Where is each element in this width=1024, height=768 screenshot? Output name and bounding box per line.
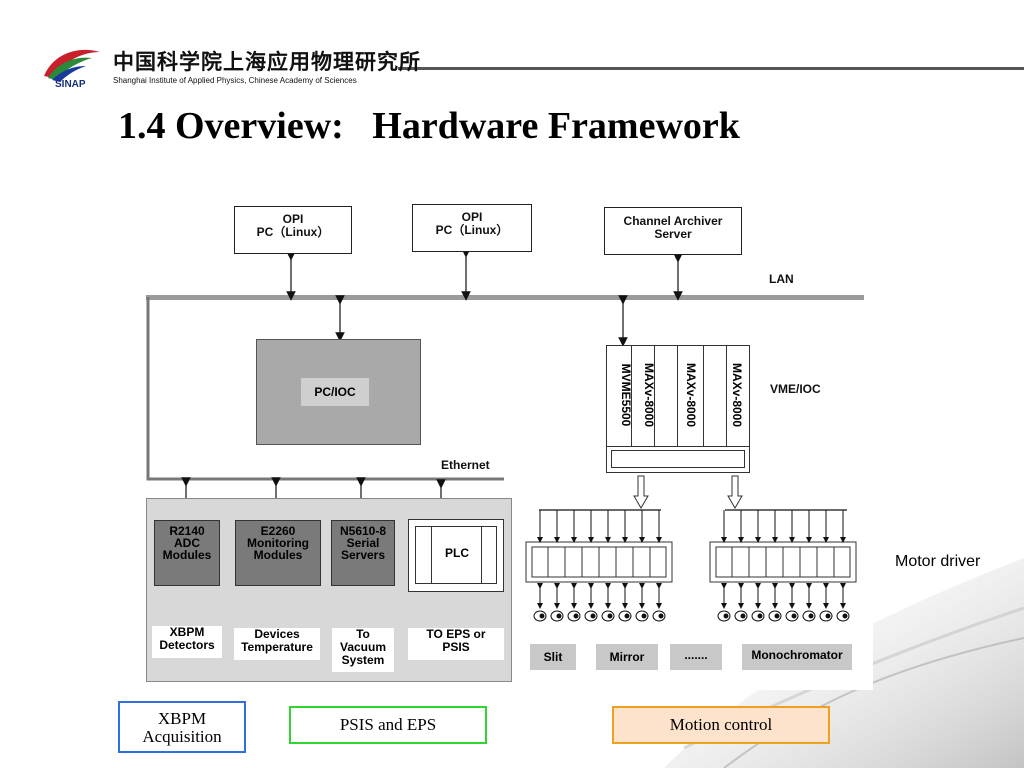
mirror-label: Mirror <box>596 644 658 670</box>
motor-shaft-icon <box>539 613 545 619</box>
ellipsis-label: ....... <box>670 644 722 670</box>
r2140-adc-modules: R2140 ADC Modules <box>154 520 220 586</box>
motion-drivers <box>525 510 857 622</box>
institute-name-en: Shanghai Institute of Applied Physics, C… <box>113 76 357 85</box>
n5610-serial-servers: N5610-8 Serial Servers <box>331 520 395 586</box>
vme-slots: MVME5500 MAXv-8000 MAXv-8000 MAXv-8000 <box>607 346 749 447</box>
opi-pc-1: OPI PC（Linux） <box>234 206 352 254</box>
legend-psis-eps: PSIS and EPS <box>289 706 487 744</box>
vme-card-maxv-2: MAXv-8000 <box>684 362 698 428</box>
sinap-logo-icon <box>44 49 100 82</box>
logo-text: SINAP <box>55 79 86 90</box>
legend-xbpm-acquisition: XBPM Acquisition <box>118 701 246 753</box>
vme-bottom-slot <box>611 450 745 468</box>
motor-shaft-icon <box>791 613 797 619</box>
ethernet-label: Ethernet <box>441 458 490 472</box>
motor-shaft-icon <box>573 613 579 619</box>
xbpm-detectors: XBPM Detectors <box>152 626 222 658</box>
vacuum-system: To Vacuum System <box>332 628 394 672</box>
motor-shaft-icon <box>757 613 763 619</box>
motor-shaft-icon <box>808 613 814 619</box>
motor-shaft-icon <box>641 613 647 619</box>
header-rule <box>398 67 1024 70</box>
channel-archiver-server: Channel Archiver Server <box>604 207 742 255</box>
devices-temperature: Devices Temperature <box>234 628 320 660</box>
page-title: 1.4 Overview: Hardware Framework <box>118 105 740 147</box>
vme-card-maxv-3: MAXv-8000 <box>730 362 744 428</box>
motor-shaft-icon <box>723 613 729 619</box>
motor-shaft-icon <box>774 613 780 619</box>
motor-shaft-icon <box>842 613 848 619</box>
eps-psis: TO EPS or PSIS <box>408 628 504 660</box>
motor-shaft-icon <box>556 613 562 619</box>
vme-card-mvme5500: MVME5500 <box>619 363 633 427</box>
vme-crate: MVME5500 MAXv-8000 MAXv-8000 MAXv-8000 <box>606 345 750 473</box>
motor-shaft-icon <box>607 613 613 619</box>
slit-label: Slit <box>530 644 576 670</box>
motor-shaft-icon <box>740 613 746 619</box>
legend-motion-control: Motion control <box>612 706 830 744</box>
motor-shaft-icon <box>624 613 630 619</box>
lan-label: LAN <box>769 272 794 286</box>
motor-shaft-icon <box>590 613 596 619</box>
vme-card-maxv-1: MAXv-8000 <box>642 362 656 428</box>
pc-ioc-box: PC/IOC <box>256 339 421 445</box>
institute-name-cn: 中国科学院上海应用物理研究所 <box>113 49 421 74</box>
hardware-diagram: OPI PC（Linux） OPI PC（Linux） Channel Arch… <box>146 196 873 690</box>
plc-label: PLC <box>435 543 479 563</box>
motor-shaft-icon <box>658 613 664 619</box>
motor-shaft-icon <box>825 613 831 619</box>
vme-ioc-label: VME/IOC <box>770 382 821 396</box>
opi-pc-2: OPI PC（Linux） <box>412 204 532 252</box>
plc-box: PLC <box>408 519 504 592</box>
monochromator-label: Monochromator <box>742 644 852 670</box>
motor-driver-label: Motor driver <box>895 553 981 570</box>
e2260-monitoring-modules: E2260 Monitoring Modules <box>235 520 321 586</box>
pc-ioc-label: PC/IOC <box>301 378 369 406</box>
